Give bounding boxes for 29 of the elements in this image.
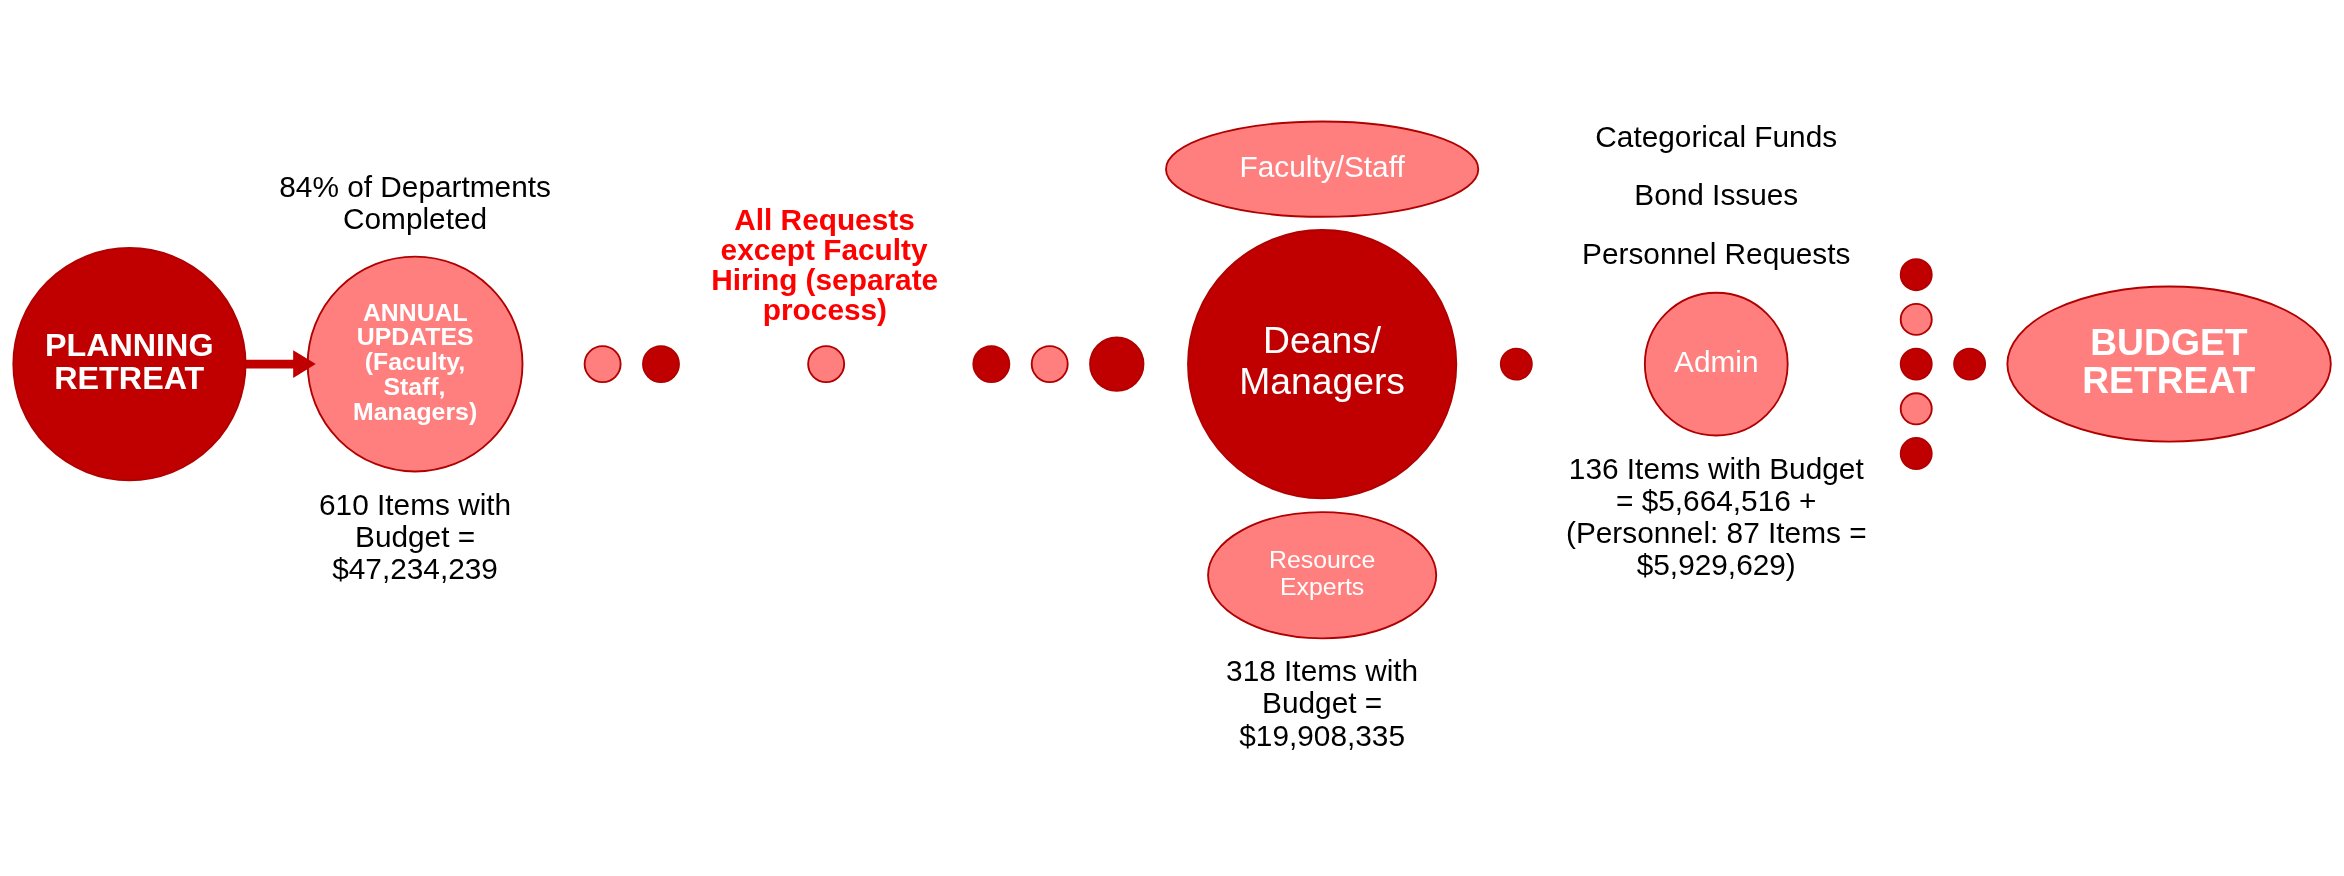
node-circle: Deans/ Managers [1187,229,1458,500]
node-circle [1899,347,1933,381]
label: Categorical Funds [1595,120,1838,154]
arrow [245,350,316,378]
node-circle [1953,347,1987,381]
node-ellipse: BUDGET RETREAT [2006,285,2332,443]
label: All Requests except Faculty Hiring (separate process) [711,203,939,326]
node-circle [642,345,680,384]
node-circle [1899,258,1933,292]
node-circle [1899,437,1933,470]
node-circle: PLANNING RETREAT [12,247,247,482]
node-ellipse: Resource Experts [1207,511,1438,640]
node-circle [583,345,622,384]
node-circle: ANNUAL UPDATES (Faculty, Staff, Managers) [306,255,524,473]
node-circle [1899,392,1933,426]
node-circle [1899,302,1933,336]
label: 610 Items with Budget = $47,234,239 [319,487,512,586]
label: Bond Issues [1634,178,1799,212]
node-circle: Admin [1643,291,1789,437]
node-circle [807,345,846,384]
node-ellipse: Faculty/Staff [1165,120,1480,218]
label: 84% of Departments Completed [279,169,551,235]
label: Personnel Requests [1582,236,1851,270]
node-circle [972,345,1011,384]
node-circle [1499,347,1533,381]
node-circle [1089,336,1145,392]
node-circle [1030,345,1069,384]
label: 136 Items with Budget = $5,664,516 + (Personnel: 87 Items = $5,929,629) [1565,451,1867,582]
label: 318 Items with Budget = $19,908,335 [1226,654,1419,752]
